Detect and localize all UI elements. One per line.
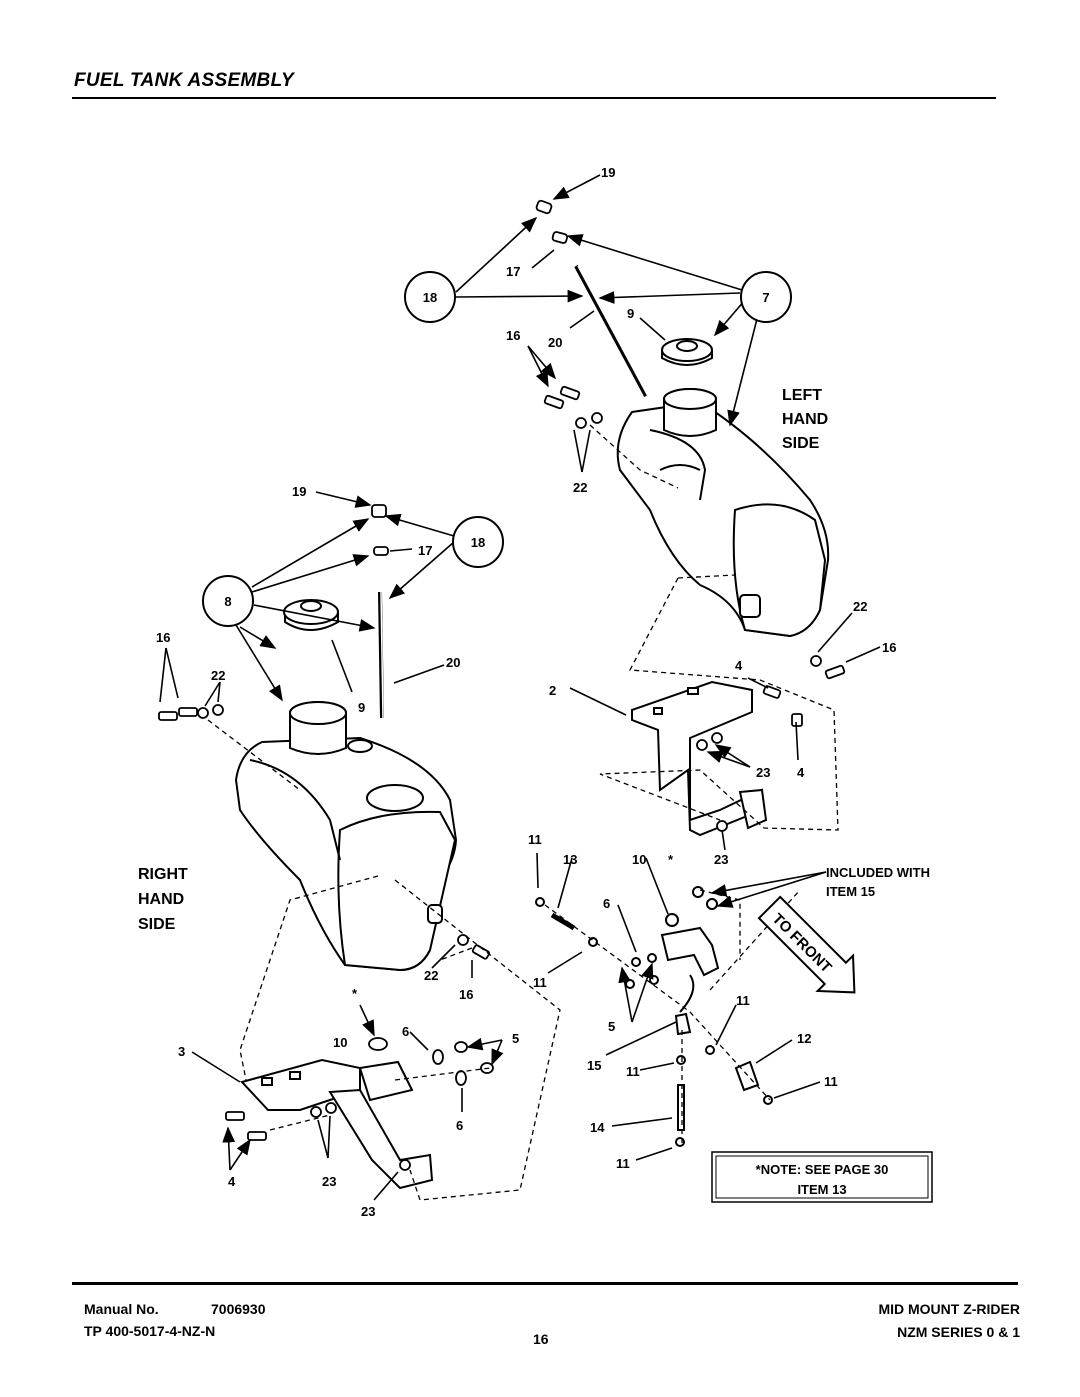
left-hand-side-label: LEFT HAND SIDE bbox=[782, 387, 828, 452]
callout-circle-7: 7 bbox=[740, 271, 792, 323]
assembly-lines bbox=[207, 424, 839, 1201]
fuel-cap-left bbox=[661, 338, 713, 366]
part-number: 4 bbox=[735, 658, 743, 673]
part-number: 15 bbox=[587, 1058, 601, 1073]
part-number: 19 bbox=[601, 165, 615, 180]
part-number: 11 bbox=[626, 1064, 640, 1079]
part-number: 11 bbox=[736, 993, 750, 1008]
part-number: 19 bbox=[292, 484, 306, 499]
part-number: 5 bbox=[512, 1031, 519, 1046]
part-number: 22 bbox=[853, 599, 867, 614]
part-number: 22 bbox=[211, 668, 225, 683]
part-number: 9 bbox=[358, 700, 365, 715]
part-number: 14 bbox=[590, 1120, 605, 1135]
left-hand-tank bbox=[616, 388, 830, 638]
valve-bracket bbox=[535, 886, 773, 1147]
right-hand-side-label: RIGHT HAND SIDE bbox=[138, 866, 188, 933]
fuel-cap-right bbox=[283, 599, 339, 631]
part-number: 4 bbox=[797, 765, 805, 780]
side-label-line: SIDE bbox=[138, 916, 176, 933]
part-number: 22 bbox=[573, 480, 587, 495]
note-line: ITEM 13 bbox=[797, 1182, 846, 1197]
bolts-16-right bbox=[158, 704, 491, 960]
included-note-line: INCLUDED WITH bbox=[826, 865, 930, 880]
part-number: 11 bbox=[824, 1074, 838, 1089]
part-number: 10 bbox=[632, 852, 646, 867]
callout-circle-8: 8 bbox=[202, 575, 254, 627]
part-number: 11 bbox=[533, 975, 547, 990]
part-number: 16 bbox=[882, 640, 896, 655]
part-number: 23 bbox=[322, 1174, 336, 1189]
part-number: 10 bbox=[333, 1035, 347, 1050]
part-number: 17 bbox=[506, 264, 520, 279]
part-number: 12 bbox=[797, 1031, 811, 1046]
side-label-line: SIDE bbox=[782, 435, 820, 452]
part-number: 16 bbox=[506, 328, 520, 343]
part-number: 16 bbox=[156, 630, 170, 645]
vent-tube-right bbox=[378, 591, 384, 719]
note-box: *NOTE: SEE PAGE 30 ITEM 13 bbox=[711, 1151, 933, 1203]
part-number: 23 bbox=[756, 765, 770, 780]
part-number: 6 bbox=[456, 1118, 463, 1133]
part-number: 22 bbox=[424, 968, 438, 983]
included-note-line: ITEM 15 bbox=[826, 884, 875, 899]
fitting-19-right bbox=[371, 504, 389, 556]
vent-tube-left bbox=[574, 265, 648, 397]
callout-circle-18-top: 18 bbox=[404, 271, 456, 323]
page-title: FUEL TANK ASSEMBLY bbox=[74, 70, 295, 91]
part-number: 6 bbox=[603, 896, 610, 911]
manual-label: Manual No. bbox=[84, 1301, 159, 1317]
included-note: INCLUDED WITH ITEM 15 bbox=[826, 865, 930, 899]
part-number: 23 bbox=[361, 1204, 375, 1219]
callout-label: 18 bbox=[471, 535, 485, 550]
part-number: 23 bbox=[714, 852, 728, 867]
title-rule bbox=[72, 97, 996, 99]
side-label-line: HAND bbox=[782, 411, 828, 428]
side-label-line: HAND bbox=[138, 891, 184, 908]
part-number: 11 bbox=[616, 1156, 630, 1171]
part-number: 2 bbox=[549, 683, 556, 698]
series-name: NZM SERIES 0 & 1 bbox=[897, 1324, 1020, 1340]
part-number: 4 bbox=[228, 1174, 236, 1189]
bolts-4-lower bbox=[225, 1037, 494, 1171]
leader-lines bbox=[159, 174, 881, 1201]
part-number: 6 bbox=[402, 1024, 409, 1039]
product-name: MID MOUNT Z-RIDER bbox=[878, 1301, 1020, 1317]
part-number: 5 bbox=[608, 1019, 615, 1034]
part-number: 13 bbox=[563, 852, 577, 867]
part-numbers: 19 17 9 16 20 22 19 17 16 22 20 9 22 16 … bbox=[156, 165, 896, 1219]
fitting-19-left bbox=[535, 199, 569, 244]
to-front-arrow: TO FRONT bbox=[757, 895, 856, 994]
bracket-2 bbox=[631, 680, 768, 837]
footer-rule bbox=[72, 1282, 1018, 1285]
part-number: 16 bbox=[459, 987, 473, 1002]
part-number: 9 bbox=[627, 306, 634, 321]
fuel-tank-diagram: 18 7 18 8 19 17 9 16 20 22 19 17 16 22 2… bbox=[138, 165, 933, 1219]
side-label-line: RIGHT bbox=[138, 866, 188, 883]
callout-label: 18 bbox=[423, 290, 437, 305]
bolts-4-upper bbox=[696, 655, 846, 832]
callout-label: 8 bbox=[224, 594, 231, 609]
tp-number: TP 400-5017-4-NZ-N bbox=[84, 1323, 216, 1339]
part-number: 3 bbox=[178, 1044, 185, 1059]
note-line: *NOTE: SEE PAGE 30 bbox=[756, 1162, 889, 1177]
part-number: 11 bbox=[528, 832, 542, 847]
callout-circle-18-right: 18 bbox=[452, 516, 504, 568]
part-number: 17 bbox=[418, 543, 432, 558]
right-hand-tank bbox=[234, 701, 458, 972]
side-label-line: LEFT bbox=[782, 387, 822, 404]
part-number: * bbox=[352, 986, 358, 1001]
bolts-16-left bbox=[543, 385, 603, 429]
manual-number: 7006930 bbox=[211, 1301, 266, 1317]
part-number: 20 bbox=[548, 335, 562, 350]
callout-label: 7 bbox=[762, 290, 769, 305]
part-number: * bbox=[668, 852, 674, 867]
part-number: 20 bbox=[446, 655, 460, 670]
page-number: 16 bbox=[533, 1331, 549, 1347]
